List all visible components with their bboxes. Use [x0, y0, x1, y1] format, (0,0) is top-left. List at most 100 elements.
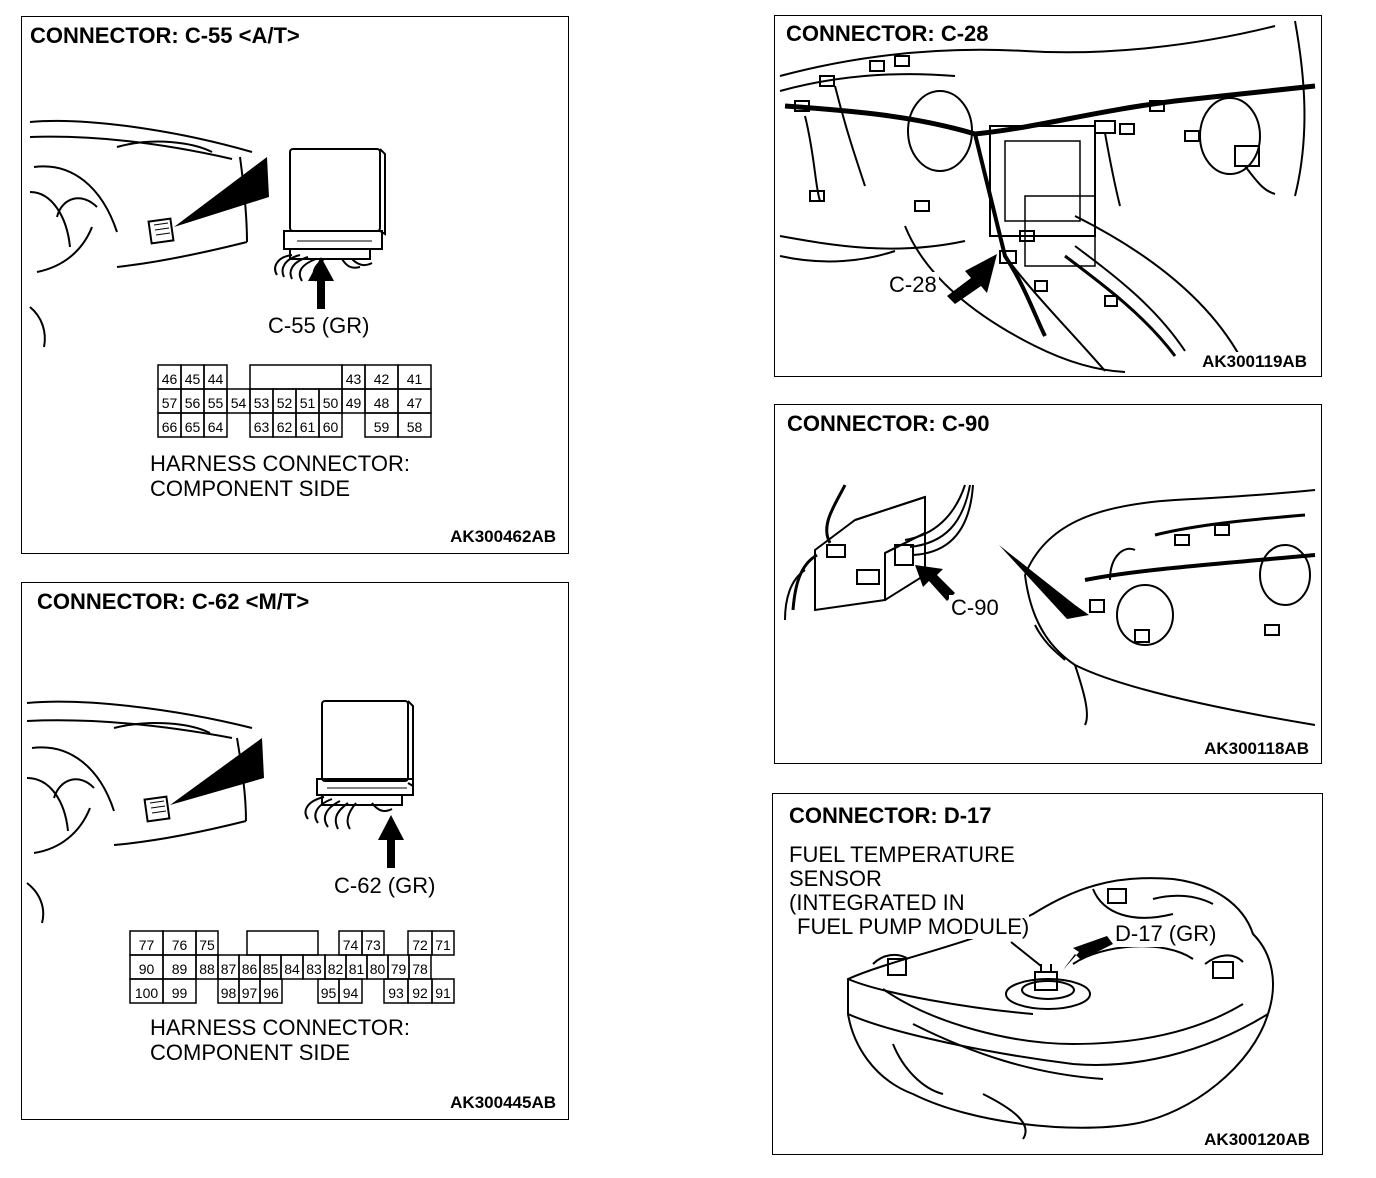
- pin-number: 75: [199, 937, 215, 953]
- callout-label: C-55 (GR): [266, 313, 372, 339]
- description-line1: FUEL TEMPERATURE: [789, 842, 1015, 867]
- pin-number: 90: [139, 961, 155, 977]
- pin-number: 55: [208, 395, 224, 411]
- dashboard-wiring-illustration: [779, 20, 1316, 373]
- description-line3: (INTEGRATED IN: [789, 890, 965, 915]
- panel-title: CONNECTOR: C-62 <M/T>: [37, 589, 310, 614]
- pin-number: 97: [242, 985, 258, 1001]
- connector-and-dash-illustration: [784, 484, 1316, 726]
- pin-number: 65: [185, 419, 201, 435]
- harness-connector-c62-pin-grid: 77 76 75 74 73 72 71 90 89 88 87 86 85 84 83 82 81 80 79 78…: [129, 930, 455, 1004]
- pin-cell: [318, 412, 343, 438]
- callout-label: C-28: [887, 272, 939, 298]
- harness-connector-c55-pin-grid: 46 45 44 43 42 41 57 56 55 54 53 52 51 50 49 48 47 66 65 64…: [157, 364, 432, 438]
- pin-number: 49: [346, 395, 362, 411]
- caption-line2: COMPONENT SIDE: [150, 476, 351, 501]
- pin-number: 46: [162, 371, 178, 387]
- pin-number: 83: [306, 961, 322, 977]
- panel-title: CONNECTOR: C-55 <A/T>: [30, 23, 300, 48]
- panel-connector-c28: CONNECTOR: C-28 C-28 AK300119AB: [774, 15, 1322, 377]
- pin-number: 62: [277, 419, 293, 435]
- pin-number: 96: [263, 985, 279, 1001]
- pin-cell: [203, 412, 228, 438]
- figure-code: AK300120AB: [1204, 1130, 1310, 1149]
- pin-number: 84: [284, 961, 300, 977]
- pin-number: 99: [172, 985, 188, 1001]
- fuel-tank-illustration: [847, 877, 1274, 1140]
- pin-number: 56: [185, 395, 201, 411]
- pin-number: 52: [277, 395, 293, 411]
- description-line4: FUEL PUMP MODULE): [789, 915, 1030, 939]
- panel-title: CONNECTOR: D-17: [789, 803, 992, 828]
- pin-number: 73: [365, 937, 381, 953]
- pin-number: 78: [412, 961, 428, 977]
- pin-number: 57: [162, 395, 178, 411]
- pin-number: 85: [263, 961, 279, 977]
- pin-number: 92: [412, 985, 428, 1001]
- pin-number: 77: [139, 937, 155, 953]
- figure-code: AK300462AB: [450, 527, 556, 546]
- pin-number: 88: [199, 961, 215, 977]
- connector-caption: HARNESS CONNECTOR: COMPONENT SIDE: [150, 1015, 410, 1065]
- pin-number: 100: [135, 985, 159, 1001]
- pin-number: 91: [435, 985, 451, 1001]
- connector-caption: HARNESS CONNECTOR: COMPONENT SIDE: [150, 451, 410, 501]
- pin-number: 48: [374, 395, 390, 411]
- panel-connector-c62: CONNECTOR: C-62 <M/T>: [21, 582, 569, 1120]
- pin-number: 50: [323, 395, 339, 411]
- callout-label: D-17 (GR): [1113, 921, 1219, 947]
- pin-number: 66: [162, 419, 178, 435]
- callout-label: C-90: [949, 595, 1001, 621]
- pin-number: 61: [300, 419, 316, 435]
- pin-number: 63: [254, 419, 270, 435]
- dashboard-illustration: 77 76 75 74 73 72 71 90 89 88 87 86 85 84 83 82 81 80 79 78…: [26, 700, 455, 1004]
- panel-connector-c90: CONNECTOR: C-90: [774, 404, 1322, 764]
- pin-cell: [162, 978, 197, 1004]
- callout-label: C-62 (GR): [332, 873, 438, 899]
- pin-number: 44: [208, 371, 224, 387]
- pin-cell: [259, 978, 283, 1004]
- description-line2: SENSOR: [789, 866, 882, 891]
- pin-number: 59: [374, 419, 390, 435]
- pin-number: 41: [407, 371, 423, 387]
- pin-number: 87: [221, 961, 237, 977]
- pin-number: 98: [221, 985, 237, 1001]
- pin-number: 95: [321, 985, 337, 1001]
- panel-connector-c55: CONNECTOR: C-55 <A/T>: [21, 16, 569, 554]
- pin-number: 76: [172, 937, 188, 953]
- connector-key-block: [246, 930, 319, 956]
- pin-number: 53: [254, 395, 270, 411]
- figure-code: AK300445AB: [450, 1093, 556, 1112]
- connector-key-block: [249, 364, 343, 390]
- pin-number: 89: [172, 961, 188, 977]
- panel-title: CONNECTOR: C-28: [783, 21, 992, 47]
- figure-code: AK300118AB: [1204, 739, 1309, 758]
- component-description: FUEL TEMPERATURE SENSOR (INTEGRATED IN F…: [789, 842, 1030, 939]
- pin-number: 42: [374, 371, 390, 387]
- pin-number: 64: [208, 419, 224, 435]
- pin-number: 43: [346, 371, 362, 387]
- pin-number: 81: [349, 961, 365, 977]
- pin-cell: [431, 978, 455, 1004]
- panel-connector-d17: CONNECTOR: D-17 FUEL TEMPERATURE SENSOR …: [772, 793, 1323, 1155]
- dashboard-illustration: 46 45 44 43 42 41 57 56 55 54 53 52 51 50 49 48 47 66 65 64…: [29, 119, 432, 438]
- pin-number: 74: [343, 937, 359, 953]
- pin-number: 94: [343, 985, 359, 1001]
- pin-number: 51: [300, 395, 316, 411]
- pin-number: 72: [412, 937, 428, 953]
- pin-number: 47: [407, 395, 423, 411]
- pin-number: 45: [185, 371, 201, 387]
- pin-number: 60: [323, 419, 339, 435]
- pin-number: 54: [231, 395, 247, 411]
- pin-number: 79: [391, 961, 407, 977]
- pin-cell: [431, 930, 455, 956]
- pin-number: 82: [328, 961, 344, 977]
- pin-cell: [397, 412, 432, 438]
- pin-number: 80: [370, 961, 386, 977]
- figure-code: AK300119AB: [1200, 352, 1309, 372]
- pin-number: 93: [388, 985, 404, 1001]
- panel-title: CONNECTOR: C-90: [787, 411, 990, 436]
- pin-number: 71: [435, 937, 451, 953]
- pin-number: 58: [407, 419, 423, 435]
- pin-number: 86: [242, 961, 258, 977]
